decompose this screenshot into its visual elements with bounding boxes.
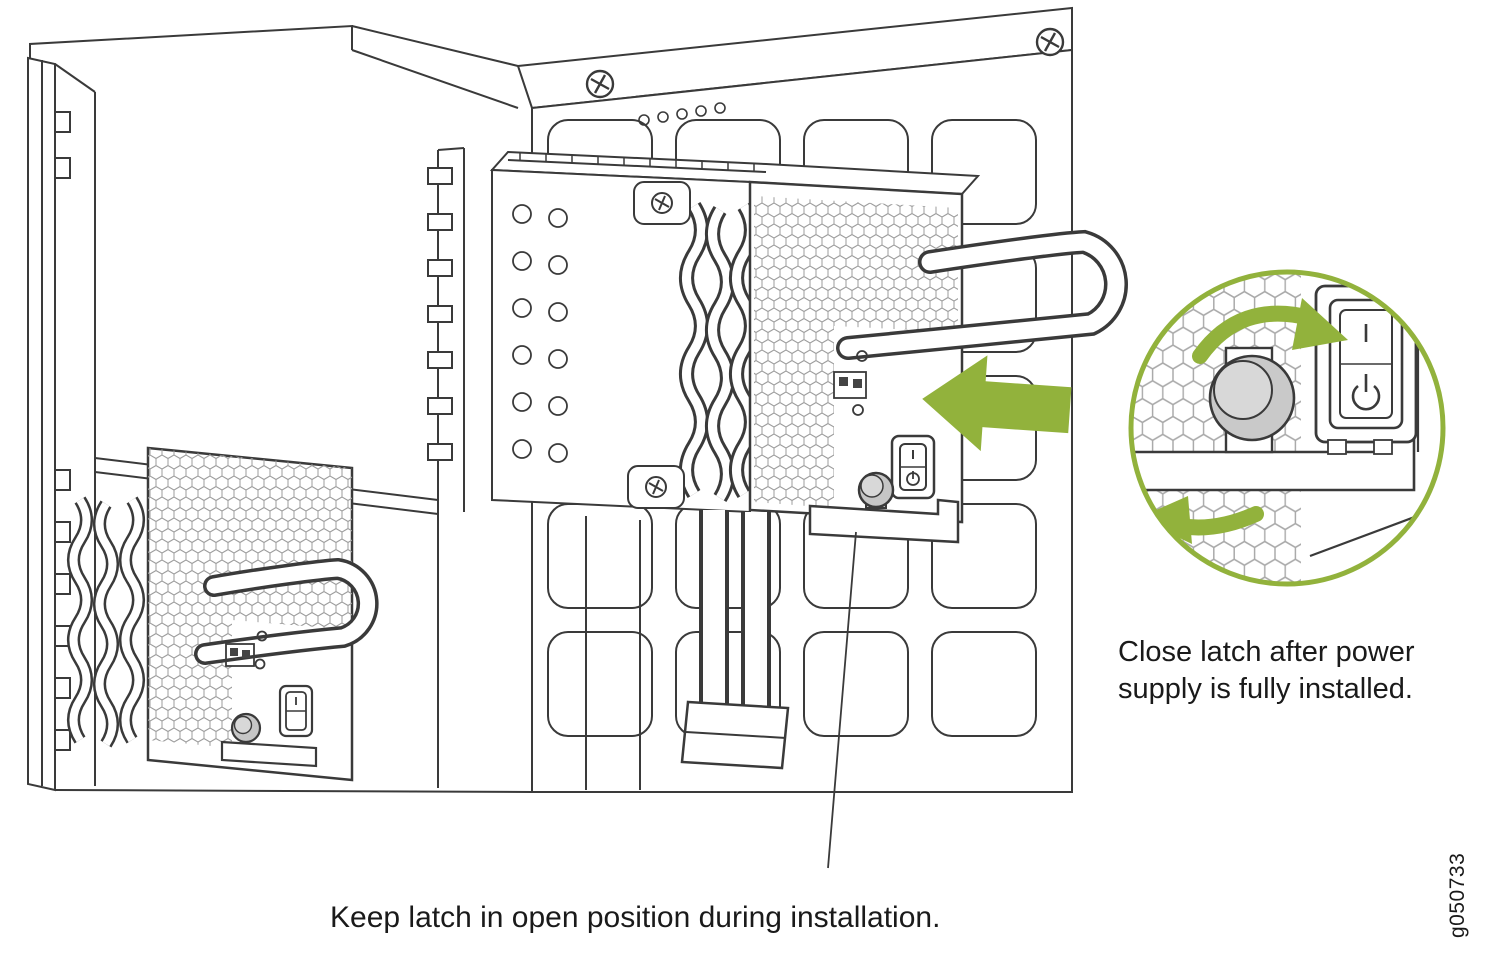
psu-handle bbox=[836, 229, 1128, 360]
caption-keep-latch: Keep latch in open position during insta… bbox=[330, 901, 941, 934]
dip-switch bbox=[833, 350, 868, 416]
vent-mesh bbox=[754, 196, 958, 508]
power-switch-zoom bbox=[1314, 284, 1418, 455]
led-holes bbox=[638, 102, 726, 126]
power-switch bbox=[890, 434, 936, 500]
chassis-screw bbox=[585, 27, 1065, 99]
chassis-left-flange bbox=[27, 56, 71, 792]
mounting-ear bbox=[627, 181, 691, 509]
latch-detail-callout bbox=[1128, 269, 1446, 587]
callout-circle bbox=[1128, 269, 1446, 587]
latch-knob bbox=[857, 471, 895, 509]
power-supply-being-installed bbox=[489, 150, 1128, 770]
figure-id: g050733 bbox=[1446, 852, 1469, 938]
latch-knob-zoom bbox=[1208, 354, 1296, 442]
emi-fingers bbox=[519, 153, 755, 171]
psu-handle bbox=[194, 557, 379, 665]
leader-line bbox=[827, 531, 857, 869]
power-switch bbox=[278, 684, 314, 738]
chassis-divider bbox=[427, 147, 465, 788]
vent-mesh bbox=[148, 448, 352, 748]
installed-power-supply bbox=[67, 446, 379, 782]
latch-knob bbox=[230, 712, 262, 744]
insertion-arrow-icon bbox=[922, 355, 1072, 452]
caption-close-latch: Close latch after power supply is fully … bbox=[1118, 636, 1415, 705]
latch-bracket bbox=[220, 740, 318, 768]
vent-holes bbox=[512, 204, 568, 463]
dip-switch bbox=[225, 630, 268, 670]
latch-close-arrow-icon bbox=[1138, 496, 1264, 544]
hanging-cable bbox=[680, 510, 790, 770]
cable-loops bbox=[67, 496, 145, 748]
cable-loops bbox=[679, 202, 759, 502]
latch-open-arrow-icon bbox=[1192, 298, 1348, 364]
latch-bracket bbox=[808, 498, 960, 544]
